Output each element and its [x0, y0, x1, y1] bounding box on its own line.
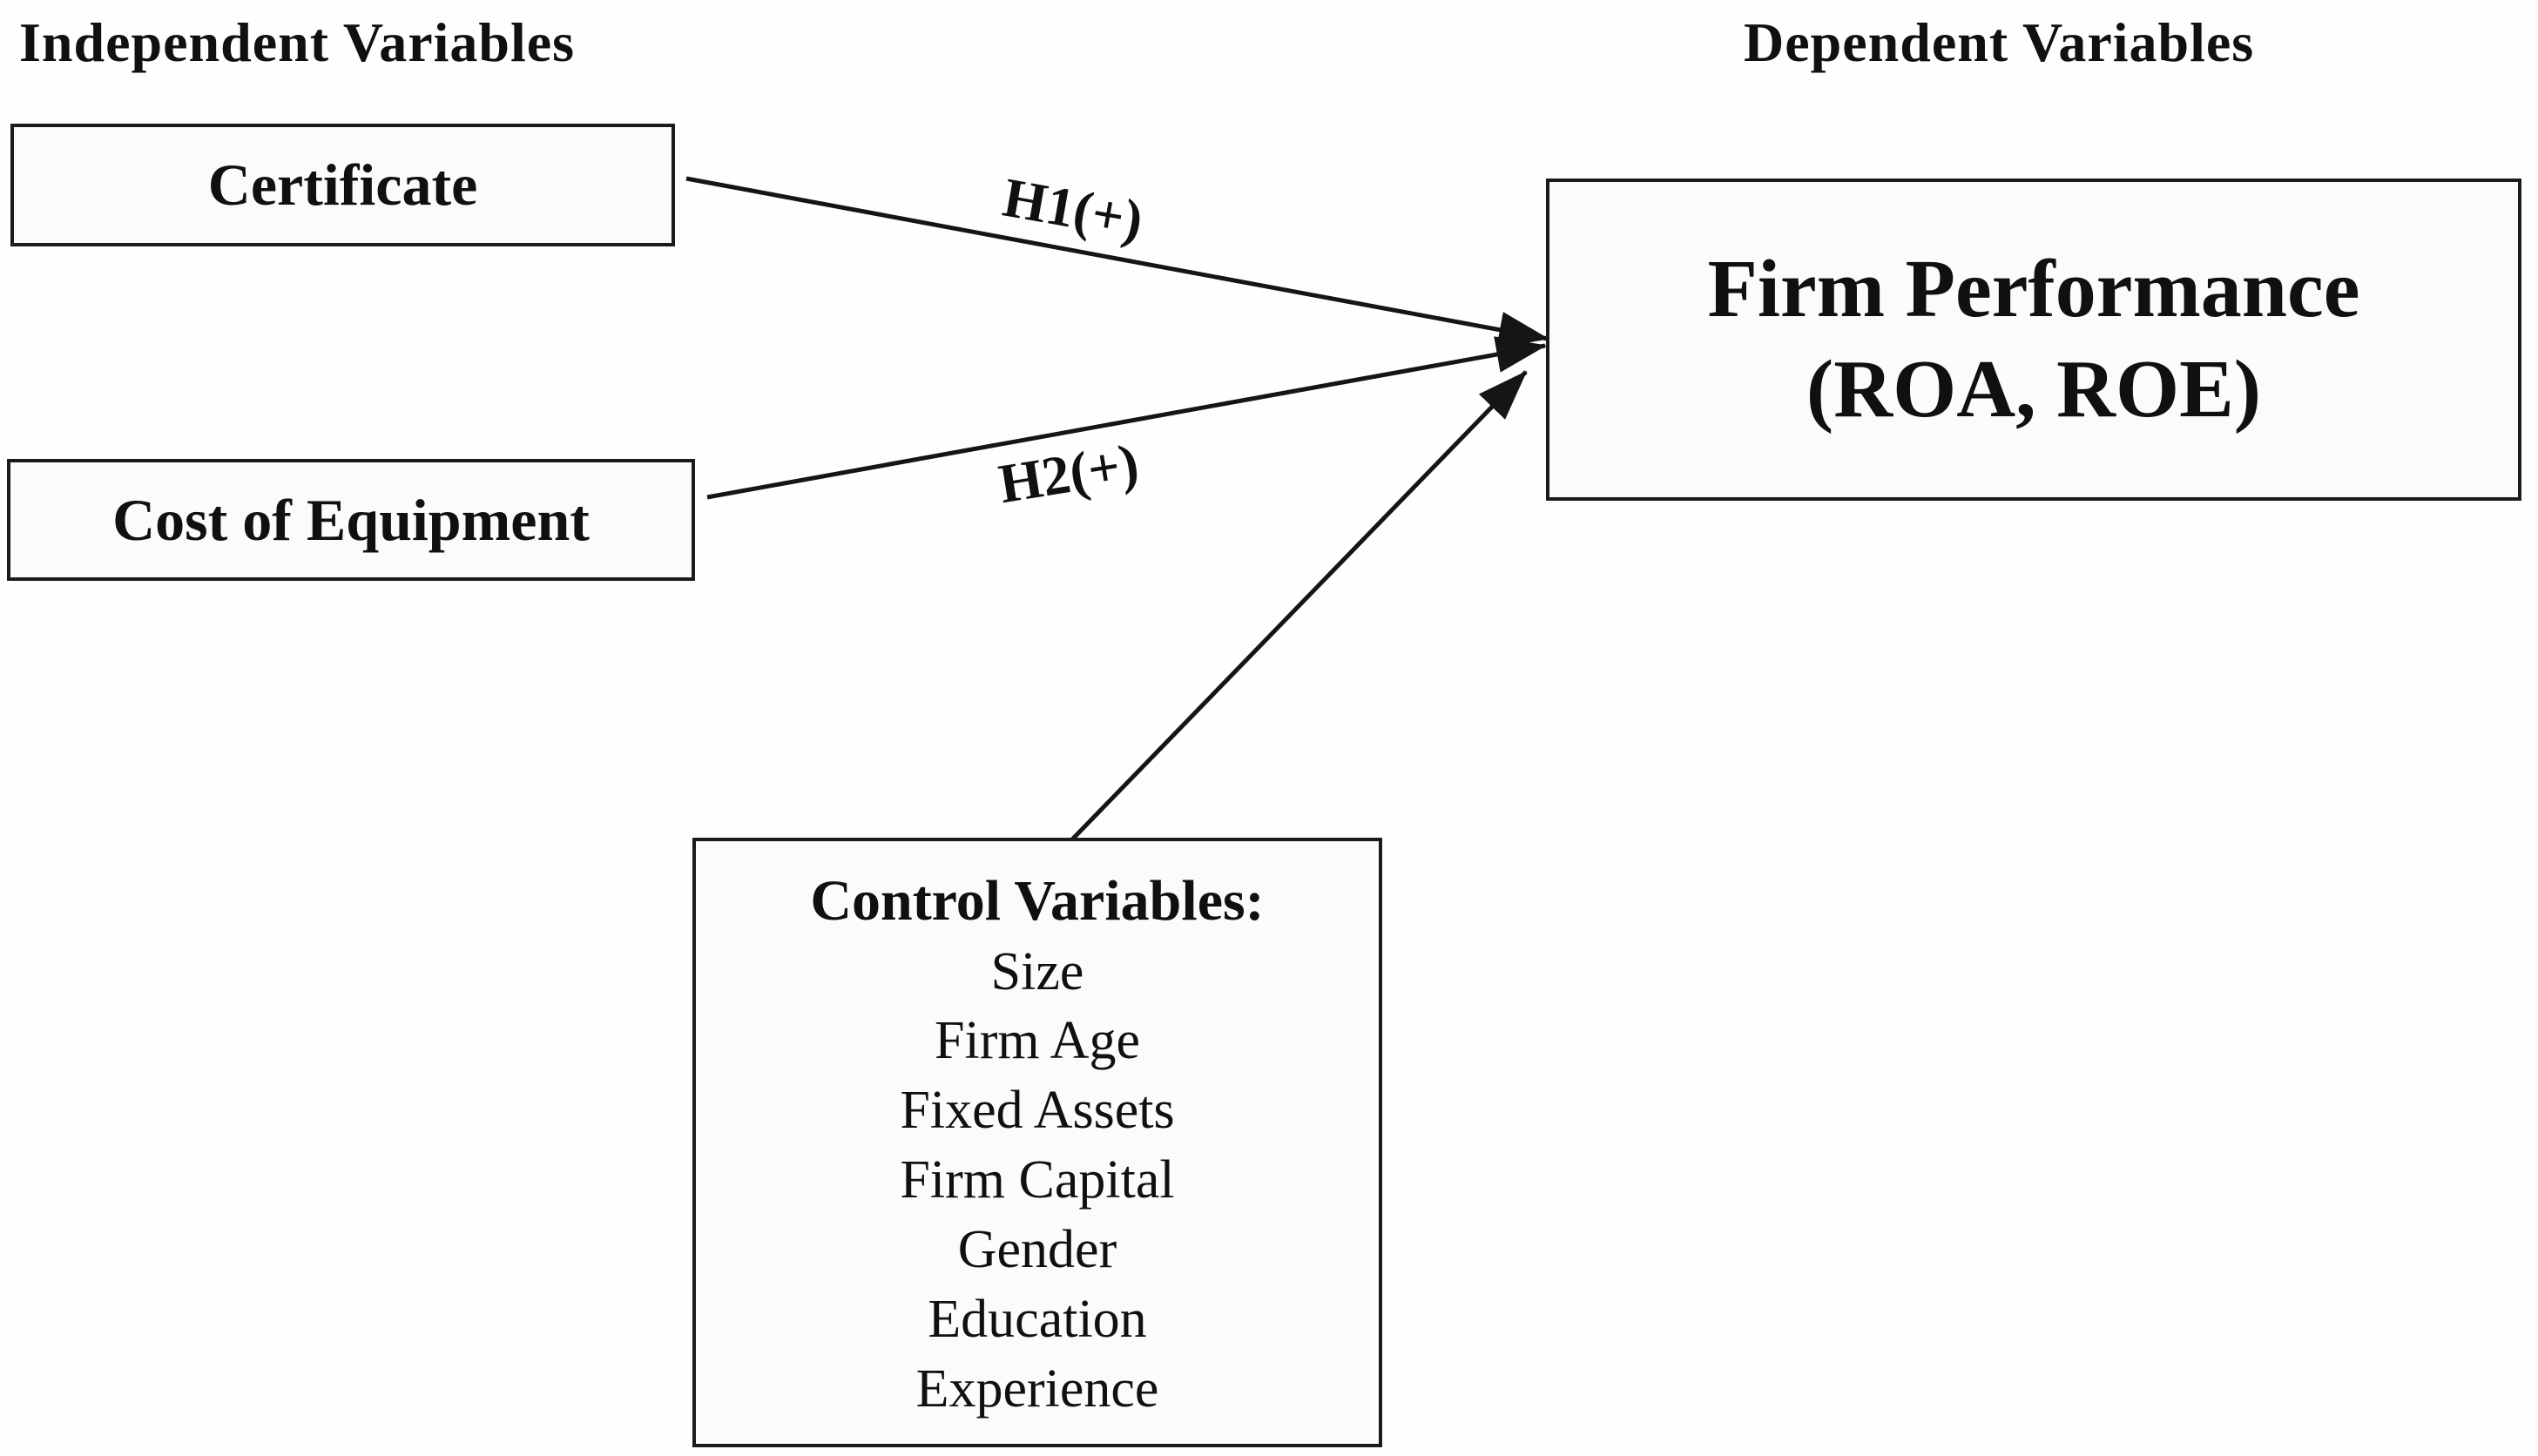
control-variables-arrow — [1070, 370, 1528, 841]
control-variables-title: Control Variables: — [810, 869, 1265, 933]
h2-arrow — [706, 336, 1547, 500]
control-variable-item: Gender — [957, 1220, 1117, 1280]
firm-performance-measures: (ROA, ROE) — [1806, 344, 2262, 435]
cost-of-equipment-box: Cost of Equipment — [7, 459, 695, 581]
cost-of-equipment-label: Cost of Equipment — [112, 486, 590, 553]
certificate-box: Certificate — [10, 124, 675, 246]
control-variable-item: Education — [928, 1290, 1147, 1350]
control-variable-item: Size — [990, 941, 1084, 1001]
control-variables-box: Control Variables: Size Firm Age Fixed A… — [692, 838, 1382, 1447]
firm-performance-box: Firm Performance (ROA, ROE) — [1546, 179, 2521, 501]
independent-variables-heading: Independent Variables — [19, 11, 576, 73]
firm-performance-title: Firm Performance — [1707, 244, 2360, 335]
control-variable-item: Firm Age — [935, 1011, 1140, 1071]
control-variable-item: Firm Capital — [900, 1150, 1175, 1210]
h1-arrow — [685, 176, 1549, 348]
control-variable-item: Fixed Assets — [900, 1081, 1175, 1141]
control-variable-item: Experience — [915, 1359, 1159, 1419]
dependent-variables-heading: Dependent Variables — [1744, 11, 2255, 73]
certificate-label: Certificate — [207, 152, 478, 218]
